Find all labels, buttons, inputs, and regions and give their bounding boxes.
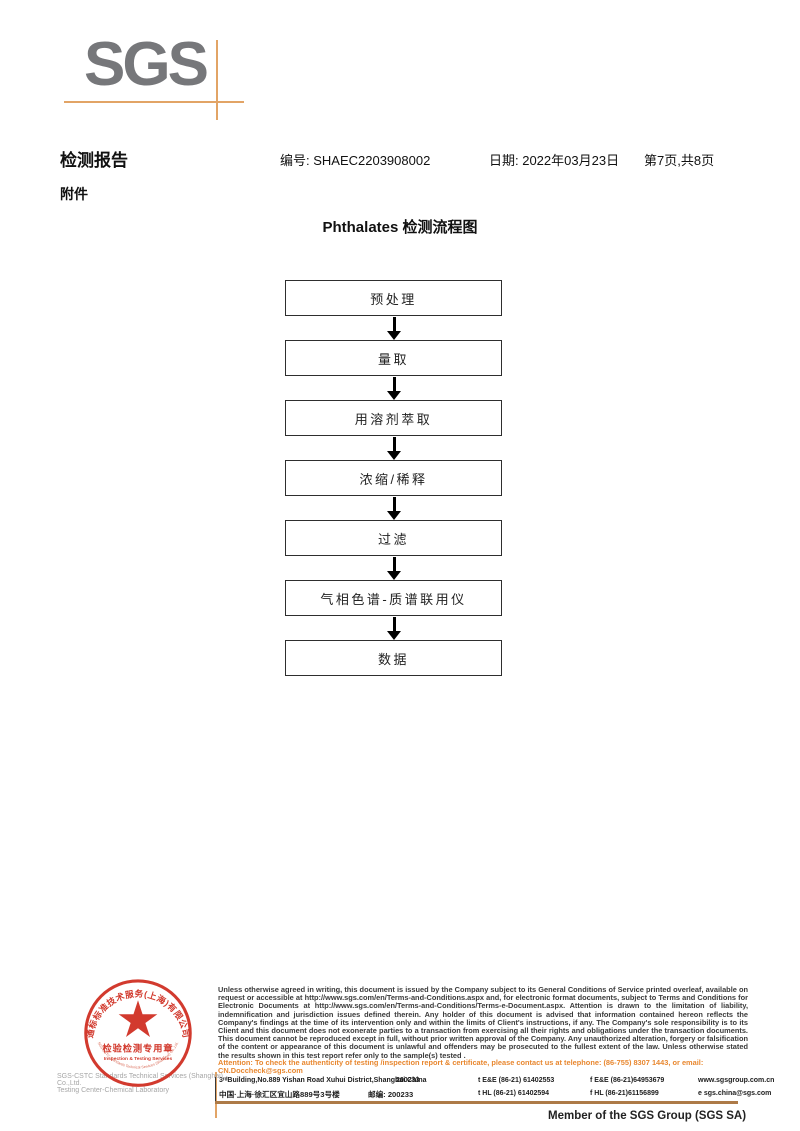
- sgs-logo: SGS: [84, 30, 209, 99]
- website-url: www.sgsgroup.com.cn: [698, 1077, 775, 1084]
- flow-step-gcms: 气相色谱-质谱联用仪: [285, 580, 502, 616]
- fax-hl: f HL (86-21)61156899: [590, 1090, 659, 1097]
- fax-ee: f E&E (86-21)64953679: [590, 1077, 665, 1084]
- inspection-seal-stamp: 通标标准技术服务(上海)有限公司 检验检测专用章 Inspection & Te…: [84, 979, 192, 1087]
- flow-step-pretreatment: 预处理: [285, 280, 502, 316]
- email-address: e sgs.china@sgs.com: [698, 1090, 772, 1097]
- footer-company-name: SGS-CSTC Standards Technical Services (S…: [57, 1073, 224, 1087]
- flow-step-solvent-extraction: 用溶剂萃取: [285, 400, 502, 436]
- telephone-hl: t HL (86-21) 61402594: [478, 1090, 550, 1097]
- footer-rule: [215, 1101, 738, 1104]
- report-date: 日期: 2022年03月23日: [489, 153, 620, 168]
- report-title: 检测报告: [60, 151, 128, 170]
- authenticity-attention-note: Attention: To check the authenticity of …: [218, 1058, 704, 1076]
- flow-arrow-down-icon: [387, 317, 401, 340]
- address-english: 3ʳᵈBuilding,No.889 Yishan Road Xuhui Dis…: [219, 1077, 427, 1084]
- flow-step-filter: 过滤: [285, 520, 502, 556]
- sgs-group-member-line: Member of the SGS Group (SGS SA): [548, 1110, 747, 1122]
- stamp-star-icon: [118, 1000, 158, 1037]
- logo-crosshair-vertical: [216, 40, 218, 120]
- flow-step-concentrate-dilute: 浓缩/稀释: [285, 460, 502, 496]
- stamp-center-text-en: Inspection & Testing Services: [104, 1056, 173, 1062]
- stamp-center-text-cn: 检验检测专用章: [103, 1042, 174, 1053]
- address-chinese: 中国·上海·徐汇区宜山路889号3号楼: [219, 1090, 340, 1099]
- footer-lab-name: Testing Center-Chemical Laboratory: [57, 1087, 170, 1094]
- flow-step-measure: 量取: [285, 340, 502, 376]
- flow-step-data: 数据: [285, 640, 502, 676]
- postcode-chinese: 邮编: 200233: [368, 1090, 414, 1099]
- stamp-circle: [84, 979, 192, 1087]
- page-indicator: 第7页,共8页: [644, 153, 715, 168]
- flow-arrow-down-icon: [387, 617, 401, 640]
- attachment-label: 附件: [60, 186, 88, 202]
- flow-arrow-down-icon: [387, 437, 401, 460]
- flowchart-title: Phthalates 检测流程图: [322, 219, 478, 236]
- logo-crosshair-horizontal: [64, 101, 244, 103]
- telephone-ee: t E&E (86-21) 61402553: [478, 1077, 555, 1084]
- postcode: 200233: [396, 1077, 420, 1084]
- flow-arrow-down-icon: [387, 497, 401, 520]
- report-number: 编号: SHAEC2203908002: [280, 153, 431, 168]
- address-divider: [215, 1077, 217, 1101]
- flow-arrow-down-icon: [387, 557, 401, 580]
- flow-arrow-down-icon: [387, 377, 401, 400]
- legal-disclaimer: Unless otherwise agreed in writing, this…: [218, 985, 748, 1060]
